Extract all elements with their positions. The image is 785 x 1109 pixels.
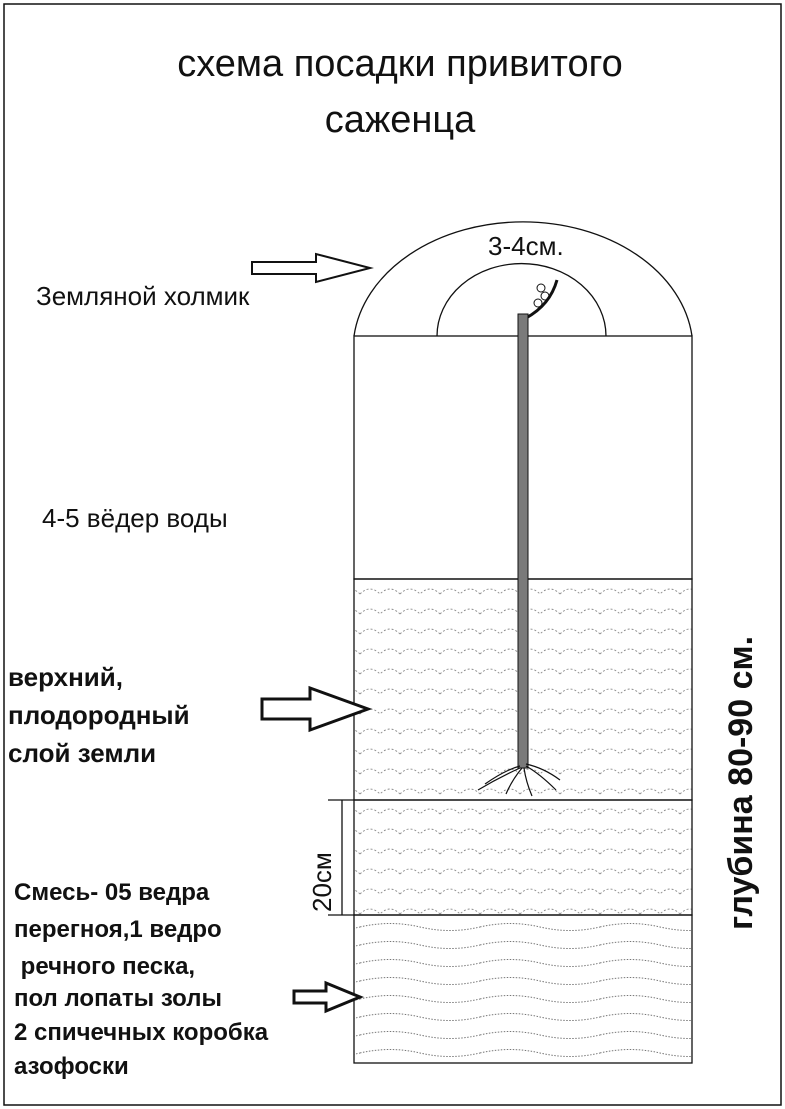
- title-line-1: схема посадки привитого: [177, 43, 623, 85]
- page-border: [3, 3, 782, 1106]
- bud-icon: [540, 291, 550, 301]
- roots: [477, 763, 561, 797]
- graft-height-label: 3-4см.: [488, 231, 564, 261]
- mixture-label-line-2: перегноя,1 ведро: [14, 916, 222, 943]
- mixture-layer: [353, 914, 693, 1064]
- mound-outer-arc: [353, 221, 693, 337]
- mound-label: Земляной холмик: [36, 281, 250, 311]
- title-line-2: саженца: [325, 99, 476, 141]
- mixture-label-line-6: азофоски: [14, 1053, 129, 1080]
- topsoil-label-line-3: слой земли: [8, 738, 156, 768]
- mixture-label-line-4: пол лопаты золы: [14, 985, 222, 1012]
- depth-label: глубина 80-90 см.: [722, 636, 760, 930]
- bud-icon: [536, 283, 546, 293]
- layer-height-label: 20см: [307, 852, 337, 912]
- twenty-cm-layer: [353, 799, 693, 916]
- mixture-label-line-3: речного песка,: [14, 953, 195, 980]
- water-label: 4-5 вёдер воды: [42, 503, 228, 533]
- bud-icon: [533, 298, 543, 308]
- topsoil-label-line-2: плодородный: [8, 700, 190, 730]
- mixture-label-line-5: 2 спичечных коробка: [14, 1019, 269, 1046]
- topsoil-label-line-1: верхний,: [8, 662, 123, 692]
- seedling-trunk: [517, 313, 529, 769]
- mound-inner-arc: [436, 262, 607, 337]
- topsoil-arrow-icon: [260, 685, 373, 733]
- dimension-20cm: [328, 799, 354, 916]
- mixture-label-line-1: Смесь- 05 ведра: [14, 879, 210, 906]
- mound-arrow-icon: [251, 252, 374, 284]
- mixture-arrow-icon: [292, 980, 364, 1014]
- graft-curve: [525, 279, 559, 320]
